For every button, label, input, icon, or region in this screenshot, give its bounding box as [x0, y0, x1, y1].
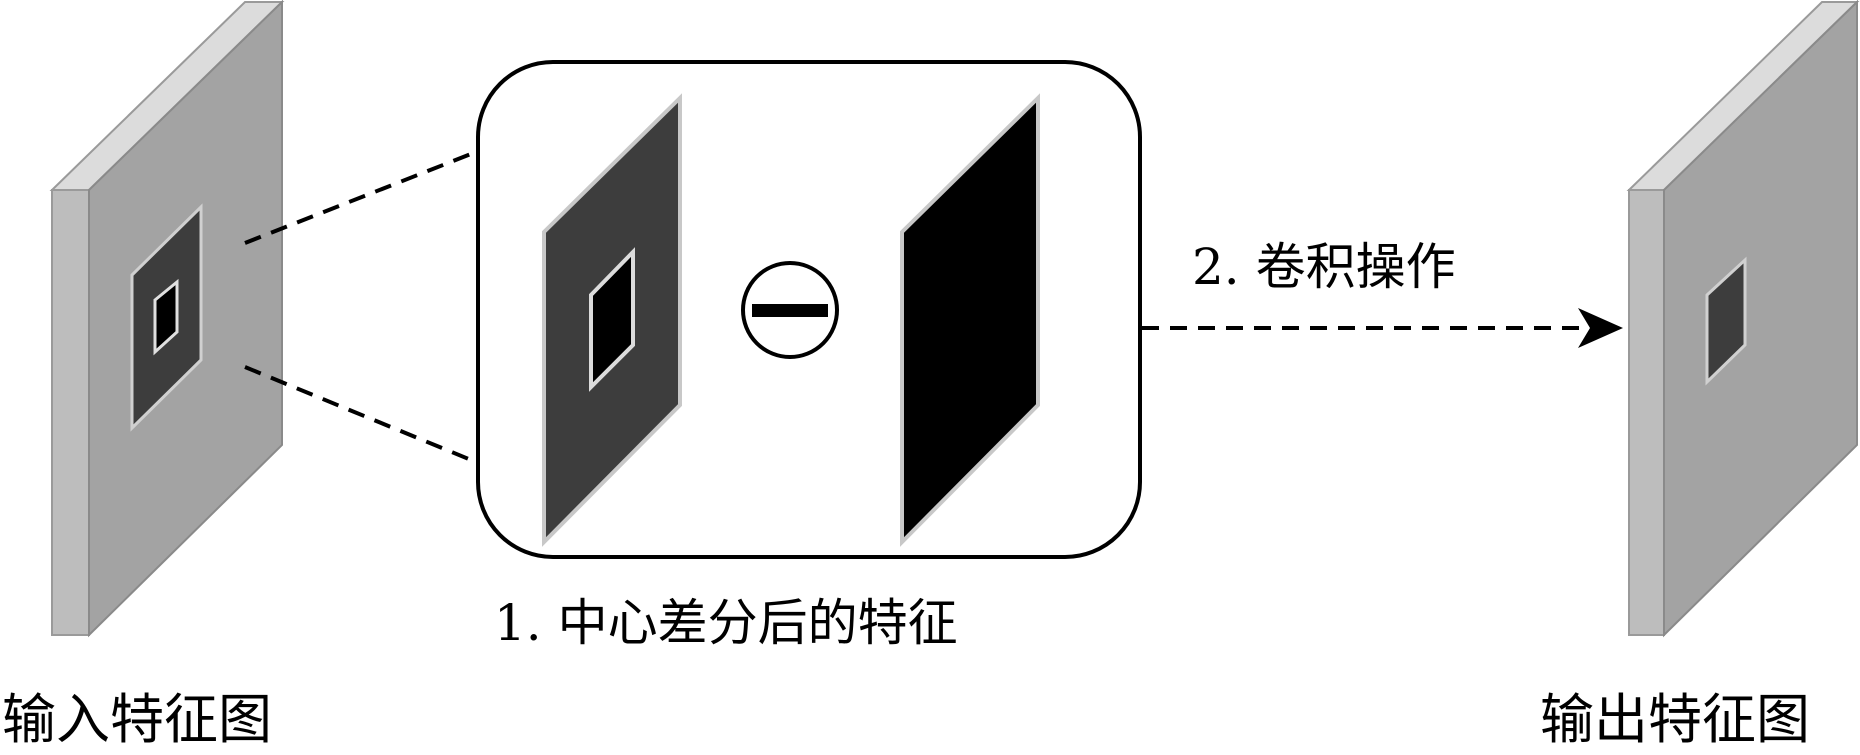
- minus-operator: [741, 261, 839, 359]
- step1-label: 1. 中心差分后的特征: [494, 594, 958, 652]
- output-map-face: [1663, 0, 1858, 638]
- input-map-side-edge: [51, 189, 90, 636]
- convolution-arrow: [1142, 308, 1623, 348]
- output-map-label: 输出特征图: [1540, 688, 1810, 751]
- input-feature-map: [49, 0, 285, 638]
- central-difference-box: [476, 60, 1142, 559]
- step2-label: 2. 卷积操作: [1192, 238, 1456, 296]
- input-map-label: 输入特征图: [2, 688, 272, 751]
- output-map-side-edge: [1628, 189, 1665, 636]
- output-feature-map: [1626, 0, 1860, 638]
- input-map-center-pixel: [153, 278, 179, 356]
- zoom-connectors: [244, 150, 477, 464]
- arrow-head-icon: [1578, 308, 1623, 348]
- minus-icon: [752, 304, 828, 317]
- zoom-connector-top: [244, 150, 477, 245]
- output-map-center-pixel: [1705, 256, 1747, 386]
- difference-right-panel: [900, 93, 1040, 547]
- difference-left-panel-pixel: [589, 247, 635, 392]
- zoom-connector-bottom: [244, 365, 477, 464]
